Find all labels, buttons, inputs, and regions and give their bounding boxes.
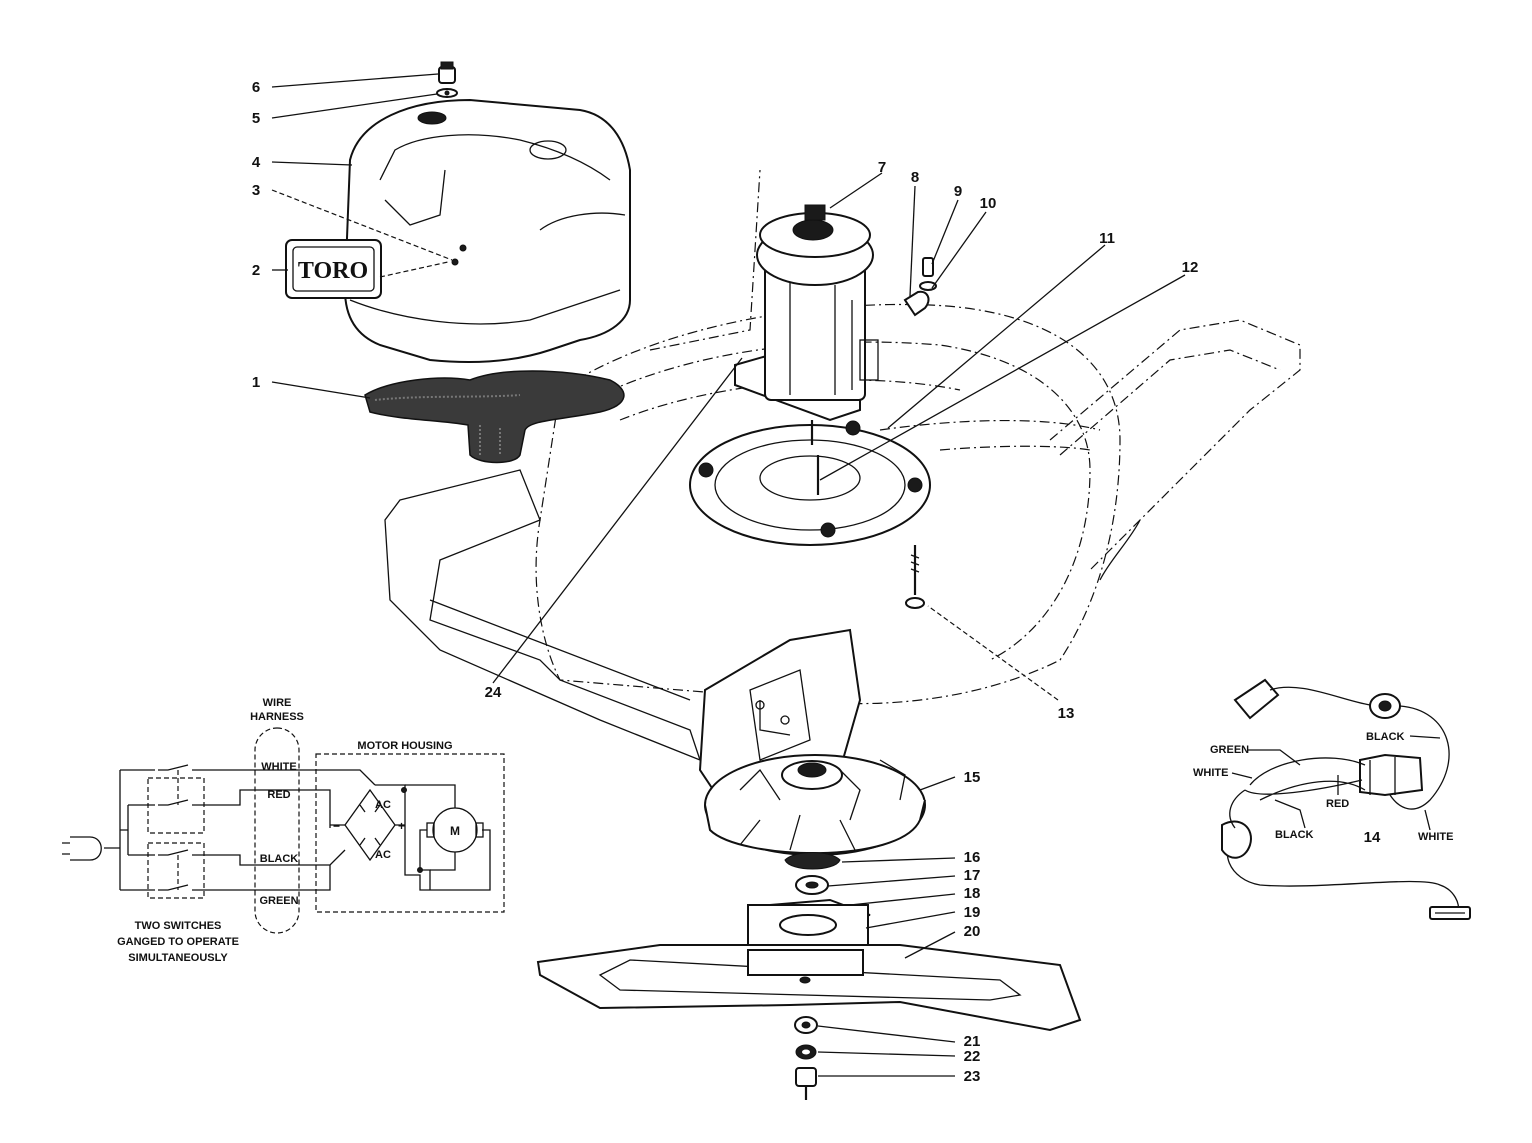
callout-5: 5 — [252, 110, 260, 127]
rectifier-plus: + — [398, 819, 405, 833]
callout-7: 7 — [878, 159, 886, 176]
callout-15: 15 — [964, 769, 981, 786]
foam-air-filter — [364, 370, 625, 464]
harness-white-left-label: WHITE — [1193, 767, 1228, 779]
wiring-schematic: WIRE HARNESS MOTOR HOUSING AC AC − + — [62, 697, 505, 964]
wire-green-label: GREEN — [259, 895, 298, 907]
callout-24: 24 — [485, 684, 502, 701]
harness-green-label: GREEN — [1210, 744, 1249, 756]
callout-6: 6 — [252, 79, 260, 96]
harness-black-top-label: BLACK — [1366, 731, 1405, 743]
callout-8: 8 — [911, 169, 919, 186]
wire-harness-label-1: WIRE — [263, 697, 292, 709]
mount-screw — [905, 545, 925, 609]
callout-21: 21 — [964, 1033, 981, 1050]
callout-12: 12 — [1182, 259, 1199, 276]
toro-logo-text: TORO — [298, 258, 368, 284]
leader-lines — [271, 73, 1186, 1077]
cooling-fan — [704, 754, 926, 856]
harness-white-right-label: WHITE — [1418, 831, 1453, 843]
rectifier-ac-bottom: AC — [375, 849, 391, 861]
blade-bolt-hardware — [794, 1016, 818, 1100]
motor-mount-ring — [689, 420, 931, 546]
switch-note-3: SIMULTANEOUSLY — [128, 952, 228, 964]
wire-harness-label-2: HARNESS — [250, 711, 304, 723]
callout-17: 17 — [964, 867, 981, 884]
callout-23: 23 — [964, 1068, 981, 1085]
blade-assembly — [536, 898, 1082, 1032]
hood-knob — [436, 61, 458, 98]
callout-22: 22 — [964, 1048, 981, 1065]
callout-13: 13 — [1058, 705, 1075, 722]
toro-nameplate: TORO — [285, 239, 382, 299]
callout-1: 1 — [252, 374, 260, 391]
callout-10: 10 — [980, 195, 997, 212]
wire-red-label: RED — [267, 789, 290, 801]
switch-note-1: TWO SWITCHES — [135, 920, 222, 932]
motor-housing-label: MOTOR HOUSING — [357, 740, 452, 752]
callout-9: 9 — [954, 183, 962, 200]
cord-clamp-hardware — [903, 257, 937, 317]
motor — [734, 204, 879, 445]
rectifier-ac-top: AC — [375, 799, 391, 811]
callout-19: 19 — [964, 904, 981, 921]
switch-note-2: GANGED TO OPERATE — [117, 936, 239, 948]
wire-black-label: BLACK — [260, 853, 299, 865]
callout-20: 20 — [964, 923, 981, 940]
rectifier-minus: − — [333, 819, 340, 833]
callout-2: 2 — [252, 262, 260, 279]
callout-14: 14 — [1364, 829, 1381, 846]
callout-16: 16 — [964, 849, 981, 866]
callout-4: 4 — [252, 154, 261, 171]
harness-red-label: RED — [1326, 798, 1349, 810]
wire-harness-detail: GREEN WHITE BLACK RED BLACK WHITE — [1193, 678, 1471, 920]
wire-white-label: WHITE — [261, 761, 296, 773]
motor-hood — [343, 98, 631, 363]
callout-11: 11 — [1099, 230, 1115, 247]
harness-black-bottom-label: BLACK — [1275, 829, 1314, 841]
motor-symbol: M — [450, 824, 460, 838]
callout-numbers: 6 5 4 3 2 1 7 8 9 10 11 12 13 14 15 16 1… — [252, 79, 1381, 1085]
blade-adapter — [784, 852, 841, 895]
callout-3: 3 — [252, 182, 260, 199]
callout-18: 18 — [964, 885, 981, 902]
